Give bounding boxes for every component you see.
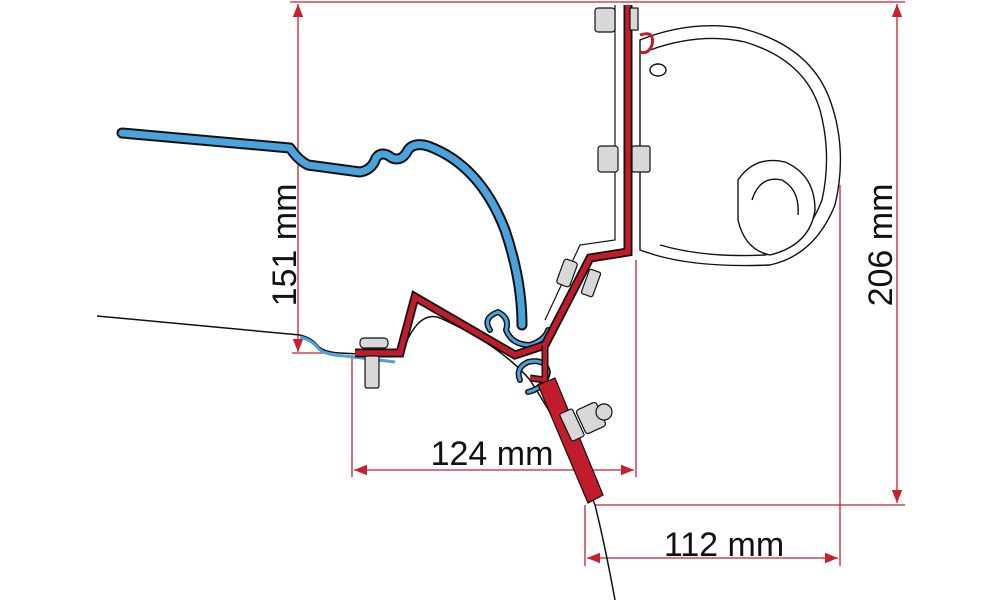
- adapter-bracket: [355, 5, 633, 384]
- roof-panel: [116, 127, 551, 395]
- dim-112-label: 112 mm: [664, 526, 784, 564]
- dim-206-label: 206 mm: [862, 184, 900, 307]
- roof-seal-strip: [299, 335, 396, 364]
- bolt-top: [594, 7, 639, 33]
- bolt-lower-nut: [559, 401, 613, 442]
- bolts: [359, 7, 651, 442]
- dim-151-label: 151 mm: [266, 184, 304, 307]
- cassette-hook: [639, 32, 654, 55]
- awning-cassette: [639, 25, 842, 267]
- bracket-lower-plate: [537, 377, 604, 504]
- dim-124-label: 124 mm: [431, 435, 554, 473]
- bolt-bracket: [556, 258, 602, 298]
- bolt-roof: [359, 337, 389, 389]
- dimension-lines: [290, 1, 905, 566]
- bolt-middle: [597, 145, 651, 173]
